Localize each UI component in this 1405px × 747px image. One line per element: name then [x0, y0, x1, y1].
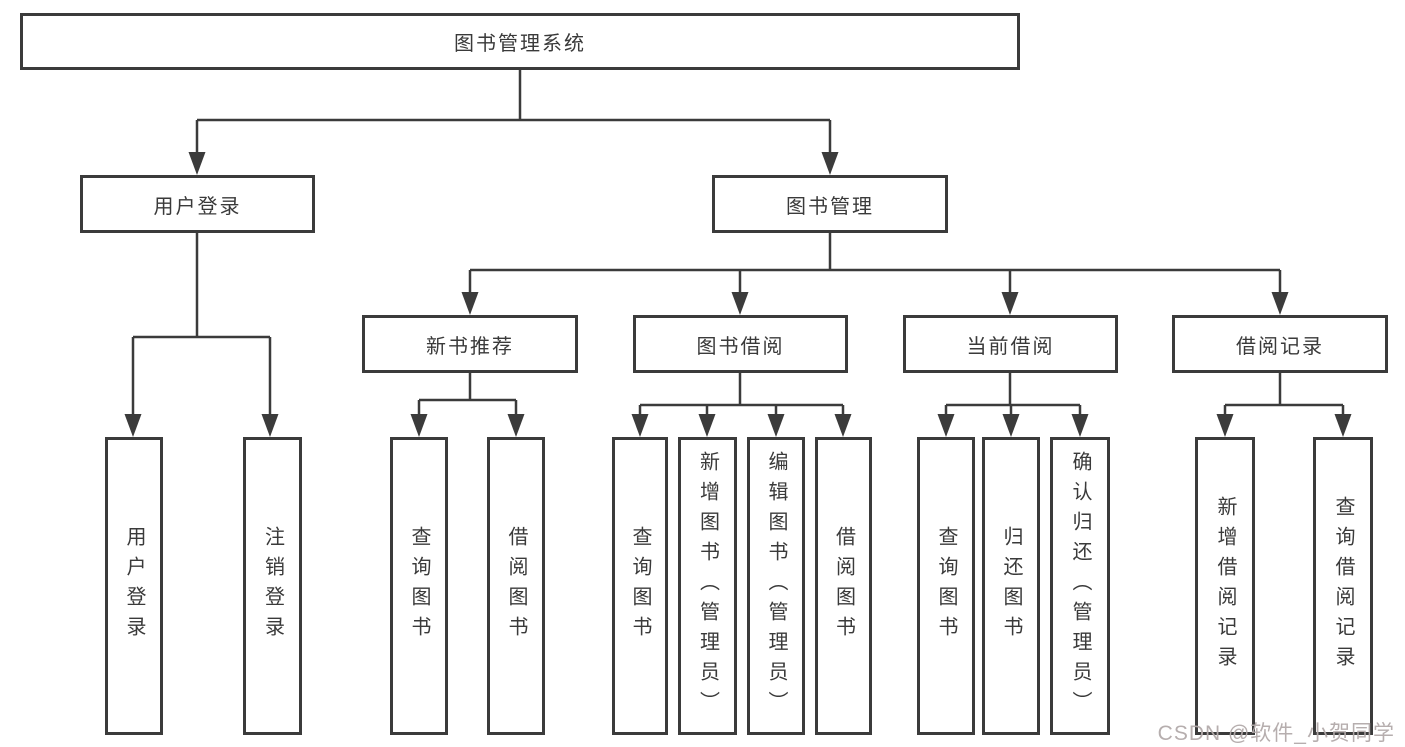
leaf-label: 查询借阅记录 — [1332, 496, 1354, 676]
leaf-borrow-books: 借阅图书 — [815, 437, 872, 735]
node-user-login: 用户登录 — [80, 175, 315, 233]
leaf-label: 借阅图书 — [832, 526, 855, 646]
node-library-management-system: 图书管理系统 — [20, 13, 1020, 70]
leaf-label: 查询图书 — [935, 526, 957, 646]
connector-newbook-to-leaves — [417, 373, 518, 418]
leaf-add-books-admin: 新增图书（管理员） — [678, 437, 737, 735]
leaf-add-borrow-record: 新增借阅记录 — [1195, 437, 1255, 735]
leaf-label: 新增图书（管理员） — [696, 451, 719, 721]
connector-root-to-level2 — [195, 70, 832, 156]
leaf-label: 用户登录 — [123, 526, 145, 646]
leaf-user-login: 用户登录 — [105, 437, 163, 735]
leaf-label: 编辑图书（管理员） — [765, 451, 787, 721]
connector-record-to-leaves — [1223, 373, 1345, 418]
connector-userlogin-to-leaves — [131, 233, 272, 418]
leaf-label: 归还图书 — [1000, 526, 1022, 646]
node-borrowing-records: 借阅记录 — [1172, 315, 1388, 373]
leaf-logout: 注销登录 — [243, 437, 302, 735]
node-new-book-recommendation: 新书推荐 — [362, 315, 578, 373]
node-book-borrowing: 图书借阅 — [633, 315, 848, 373]
leaf-label: 新增借阅记录 — [1214, 496, 1236, 676]
leaf-query-books-current: 查询图书 — [917, 437, 975, 735]
leaf-edit-books-admin: 编辑图书（管理员） — [747, 437, 805, 735]
leaf-query-books-borrow: 查询图书 — [612, 437, 668, 735]
connector-current-to-leaves — [944, 373, 1082, 418]
leaf-borrow-books-recommend: 借阅图书 — [487, 437, 545, 735]
leaf-return-books: 归还图书 — [982, 437, 1040, 735]
leaf-query-books-recommend: 查询图书 — [390, 437, 448, 735]
leaf-label: 借阅图书 — [505, 526, 527, 646]
node-current-borrowing: 当前借阅 — [903, 315, 1118, 373]
connector-bookmgmt-to-level3 — [468, 233, 1282, 296]
leaf-confirm-return-admin: 确认归还（管理员） — [1050, 437, 1110, 735]
leaf-label: 查询图书 — [408, 526, 430, 646]
leaf-label: 注销登录 — [261, 526, 284, 646]
connector-borrow-to-leaves — [638, 373, 845, 418]
leaf-label: 确认归还（管理员） — [1069, 451, 1091, 721]
leaf-query-borrow-record: 查询借阅记录 — [1313, 437, 1373, 735]
csdn-watermark: CSDN @软件_小贺同学 — [1157, 722, 1395, 745]
node-book-management: 图书管理 — [712, 175, 948, 233]
leaf-label: 查询图书 — [629, 526, 651, 646]
